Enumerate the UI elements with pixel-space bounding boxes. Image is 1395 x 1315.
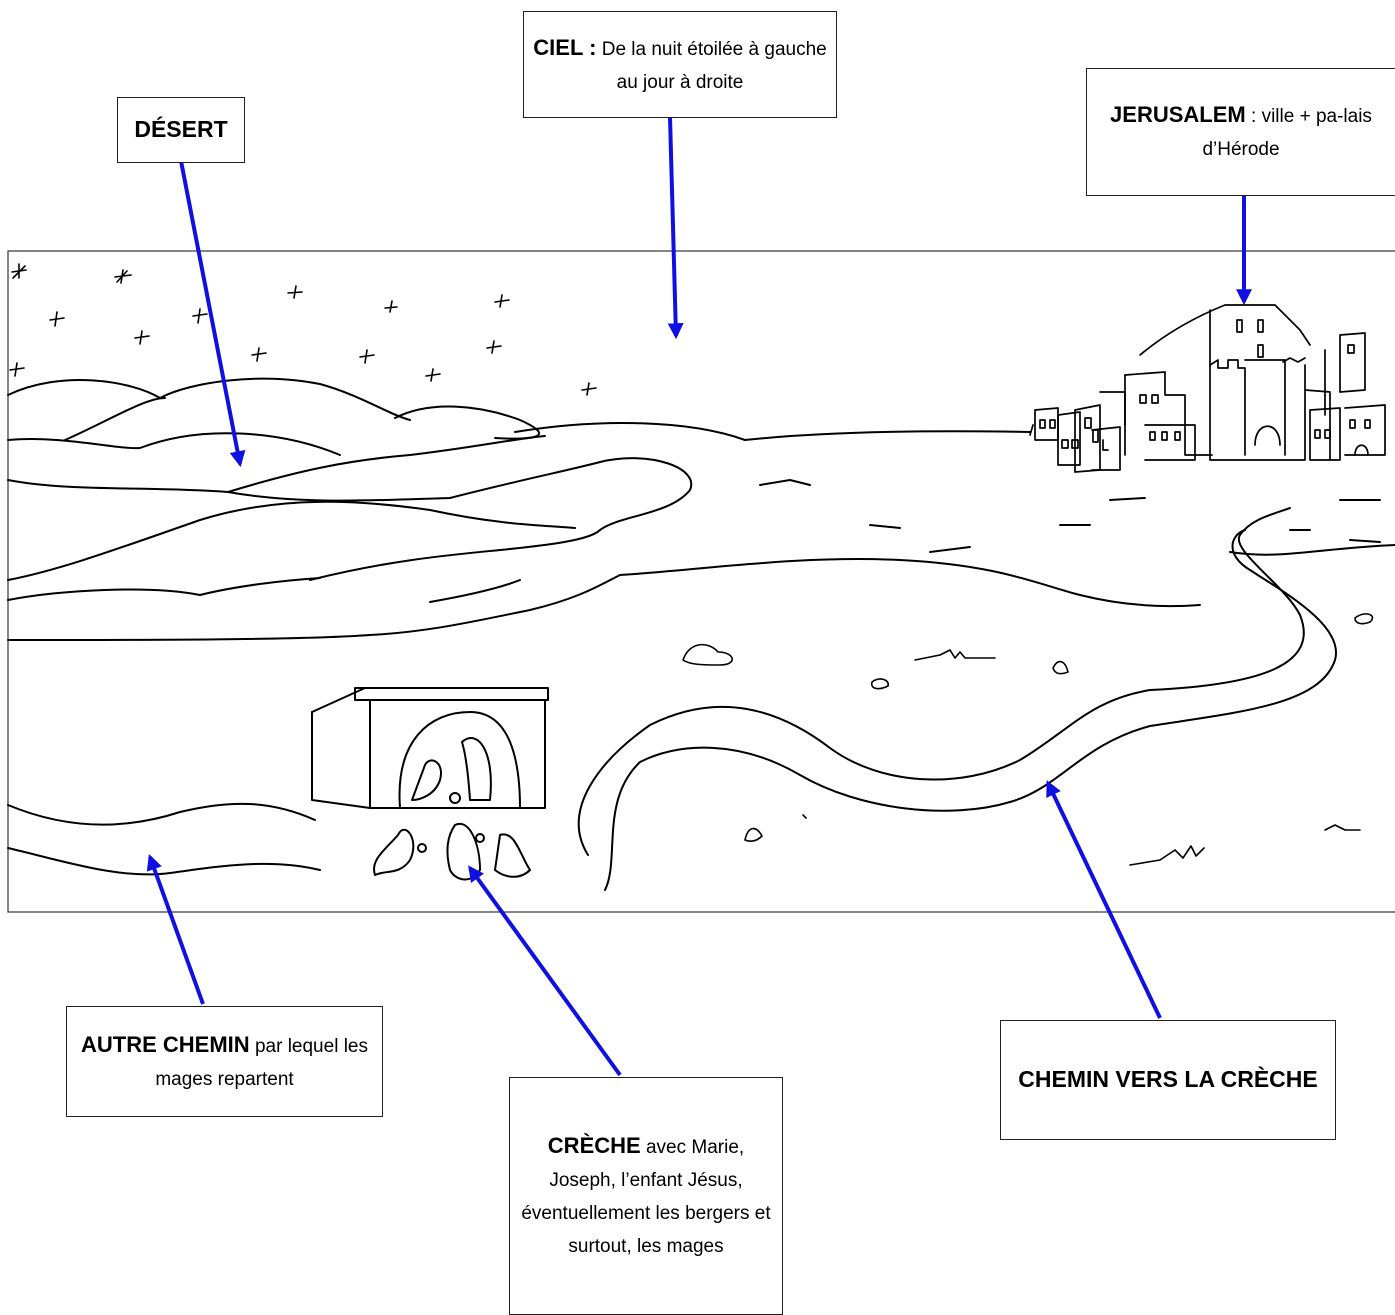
arrow-chemin-creche [1046,780,1162,1019]
star-icon [287,285,303,299]
label-autre-chemin-title: AUTRE CHEMIN [81,1031,250,1057]
star-icon [384,300,398,313]
label-chemin-creche: CHEMIN VERS LA CRÈCHE [1000,1020,1336,1140]
star-icon [581,382,597,396]
star-icon [114,269,132,284]
label-autre-chemin-text: par lequel les mages repartent [155,1035,368,1090]
arrow-autre-chemin [146,853,205,1005]
picture-frame [7,250,1395,913]
label-jerusalem-title: JERUSALEM [1110,102,1246,127]
label-creche: CRÈCHE avec Marie, Joseph, l’enfant Jésu… [509,1077,783,1315]
star-icon [486,340,502,354]
star-icon [9,362,25,377]
jerusalem-city [1029,304,1386,473]
star-icon [425,368,441,382]
label-creche-text: avec Marie, Joseph, l’enfant Jésus, éven… [521,1137,771,1257]
label-ciel-title: CIEL : [533,34,597,60]
arrow-desert [179,160,246,468]
star-icon [192,308,208,324]
label-ciel-text: De la nuit étoilée à gauche au jour à dr… [596,38,827,93]
star-icon [251,347,267,362]
label-desert: DÉSERT [117,97,245,163]
stars [9,263,597,396]
star-icon [134,330,150,345]
label-jerusalem: JERUSALEM : ville + pa-lais d’Hérode [1086,68,1395,196]
creche [311,687,549,881]
label-creche-title: CRÈCHE [547,1133,641,1158]
star-icon [359,349,375,364]
label-desert-title: DÉSERT [134,115,228,142]
other-path [7,802,321,876]
star-icon [11,263,27,279]
star-icon [49,311,65,327]
star-icon [494,294,510,308]
rocks-grass [682,613,1374,866]
arrow-ciel [667,116,684,340]
label-autre-chemin: AUTRE CHEMIN par lequel les mages repart… [66,1006,383,1117]
label-jerusalem-text: : ville + pa-lais d’Hérode [1202,106,1372,160]
label-ciel: CIEL : De la nuit étoilée à gauche au jo… [523,11,837,118]
desert-dunes [7,377,1395,641]
arrow-creche [468,865,622,1077]
label-chemin-creche-title: CHEMIN VERS LA CRÈCHE [1018,1065,1318,1092]
